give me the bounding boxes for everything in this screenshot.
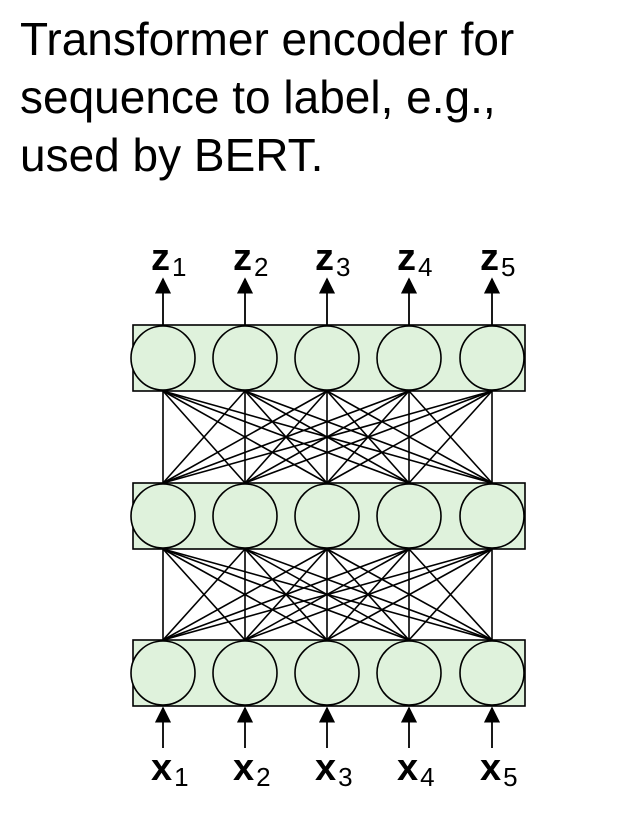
node-3-3: [294, 640, 360, 706]
node-3-1: [130, 640, 196, 706]
title-line-2: sequence to label, e.g.,: [20, 71, 496, 123]
node-3-5: [459, 640, 525, 706]
title: Transformer encoder for sequence to labe…: [20, 10, 620, 184]
connection-line: [244, 390, 493, 484]
node-2-2: [212, 483, 278, 549]
connection-line: [162, 548, 493, 641]
node-1-4: [376, 325, 442, 391]
title-line-3: used by BERT.: [20, 129, 324, 181]
node-2-5: [459, 483, 525, 549]
connection-line: [244, 548, 493, 641]
input-label: x2: [233, 747, 271, 792]
connection-line: [162, 548, 246, 641]
connection-line: [408, 390, 493, 484]
output-label: z5: [480, 237, 515, 282]
connection-line: [162, 390, 328, 484]
output-label: z4: [397, 237, 432, 282]
output-label: z2: [233, 237, 268, 282]
connection-line: [162, 390, 493, 484]
output-label: z1: [151, 237, 186, 282]
node-1-1: [130, 325, 196, 391]
output-label: z3: [315, 237, 350, 282]
node-1-2: [212, 325, 278, 391]
connection-line: [326, 390, 493, 484]
node-2-1: [130, 483, 196, 549]
node-1-5: [459, 325, 525, 391]
input-label: x4: [397, 747, 435, 792]
connection-line: [326, 548, 493, 641]
connection-line: [162, 390, 246, 484]
node-2-3: [294, 483, 360, 549]
node-1-3: [294, 325, 360, 391]
connection-line: [162, 548, 410, 641]
connection-line: [162, 390, 410, 484]
input-label: x5: [480, 747, 518, 792]
input-label: x3: [315, 747, 353, 792]
title-line-1: Transformer encoder for: [20, 13, 515, 65]
node-3-4: [376, 640, 442, 706]
input-label: x1: [151, 747, 189, 792]
node-3-2: [212, 640, 278, 706]
connection-line: [162, 548, 328, 641]
node-2-4: [376, 483, 442, 549]
connection-line: [408, 548, 493, 641]
